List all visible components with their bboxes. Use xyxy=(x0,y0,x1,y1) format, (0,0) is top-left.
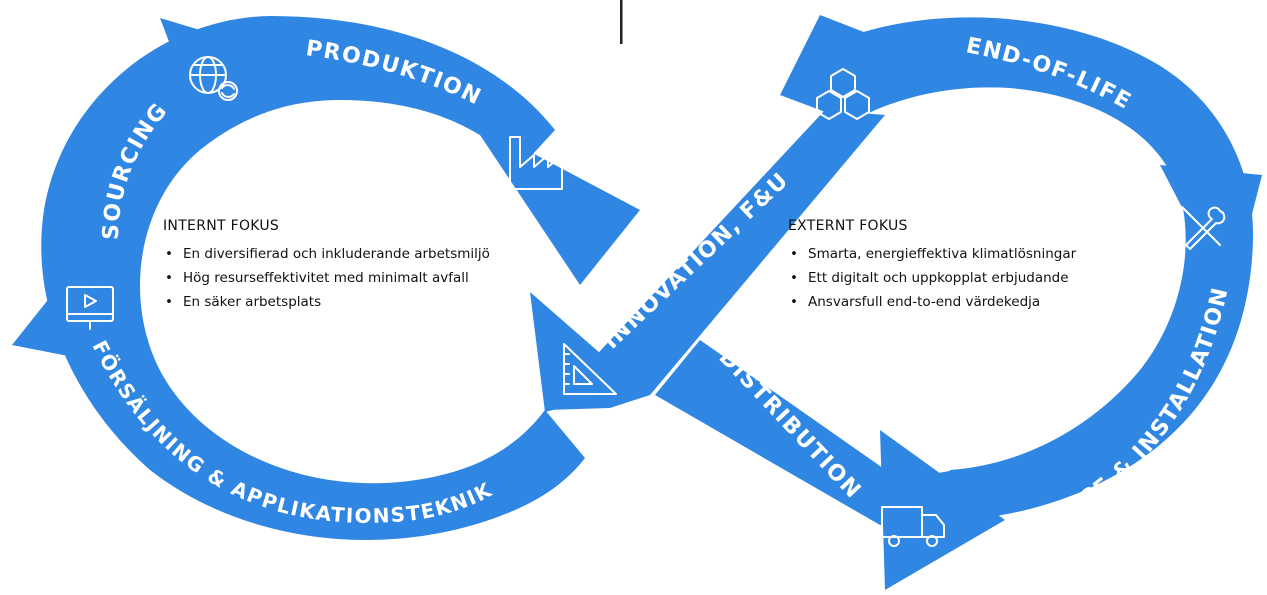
service-arrowhead xyxy=(1160,165,1262,300)
internal-focus-title: INTERNT FOKUS xyxy=(163,218,280,234)
ruler-triangle-icon xyxy=(563,343,617,395)
globe-refresh-icon xyxy=(189,56,238,101)
right-loop-band xyxy=(840,17,1254,521)
forsaljning-arrowhead xyxy=(12,262,150,372)
hexagons-icon xyxy=(816,68,870,120)
center-divider xyxy=(620,0,623,44)
external-focus-box: EXTERNT FOKUS Smarta, energieffektiva kl… xyxy=(788,218,1076,314)
internal-focus-box: INTERNT FOKUS En diversifierad och inklu… xyxy=(163,218,490,314)
external-focus-title: EXTERNT FOKUS xyxy=(788,218,908,234)
truck-icon xyxy=(881,506,945,547)
factory-icon xyxy=(509,136,563,190)
list-item: Smarta, energieffektiva klimatlösningar xyxy=(788,242,1076,266)
tools-icon xyxy=(1181,206,1226,250)
list-item: Ett digitalt och uppkopplat erbjudande xyxy=(788,266,1076,290)
list-item: Hög resurseffektivitet med minimalt avfa… xyxy=(163,266,490,290)
left-loop-band xyxy=(41,16,586,540)
distribution-arrowhead xyxy=(880,430,1005,590)
monitor-play-icon xyxy=(66,286,114,330)
external-focus-list: Smarta, energieffektiva klimatlösningar … xyxy=(788,242,1076,314)
innovation-arrowhead xyxy=(530,292,640,412)
internal-focus-list: En diversifierad och inkluderande arbets… xyxy=(163,242,490,314)
produktion-arrowhead xyxy=(470,120,640,285)
sourcing-arrowhead xyxy=(160,18,300,118)
list-item: Ansvarsfull end-to-end värdekedja xyxy=(788,290,1076,314)
list-item: En diversifierad och inkluderande arbets… xyxy=(163,242,490,266)
innovation-band xyxy=(545,110,885,410)
list-item: En säker arbetsplats xyxy=(163,290,490,314)
